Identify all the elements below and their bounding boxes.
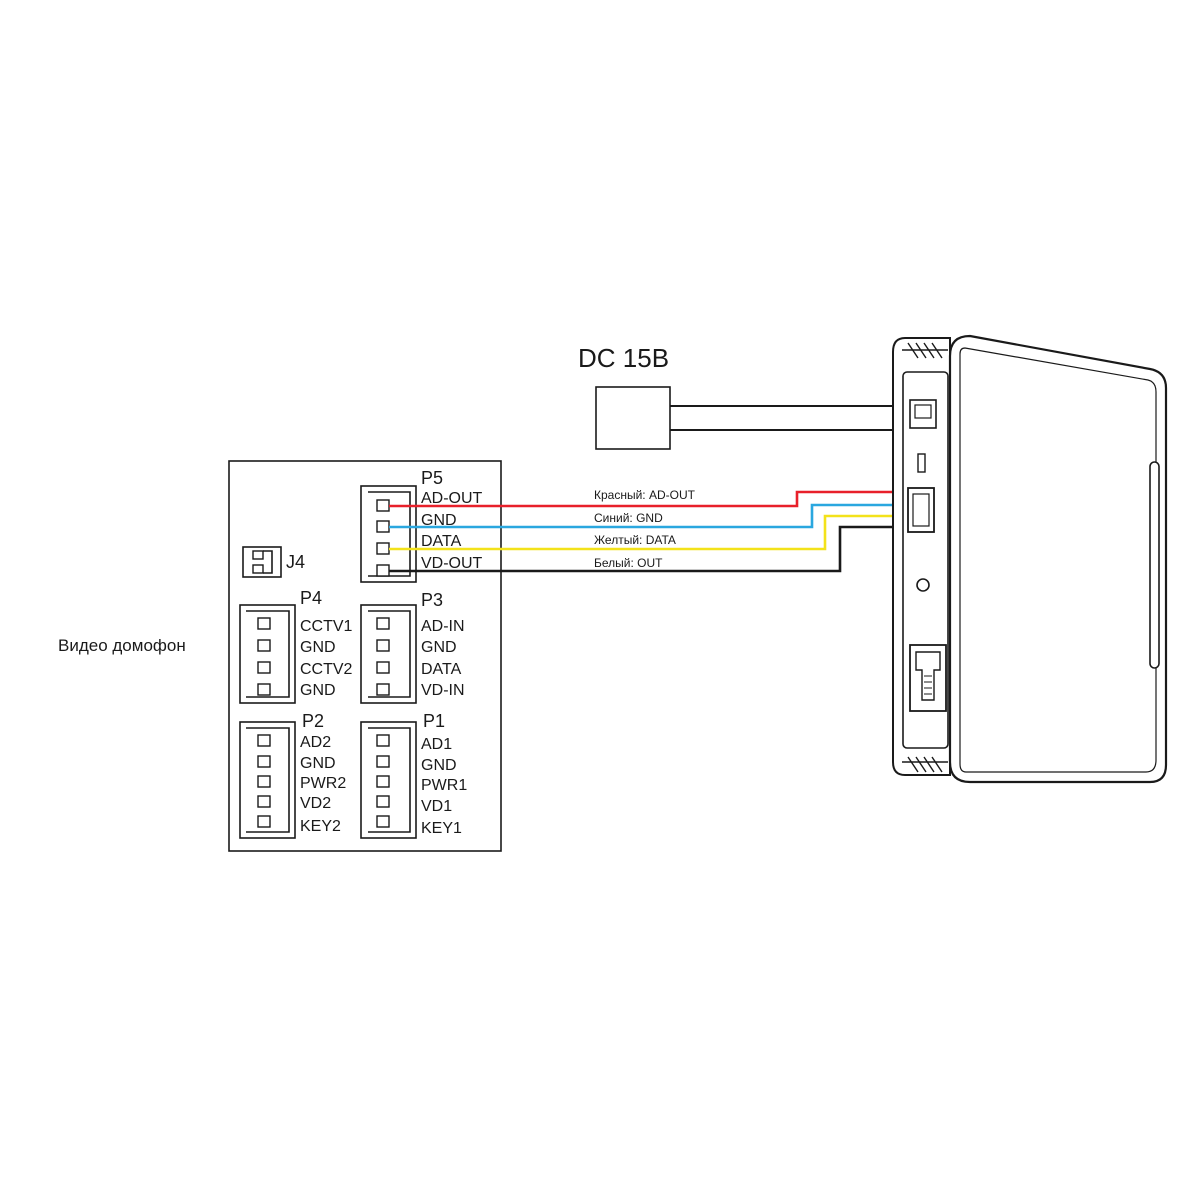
p3-pin-3 <box>376 661 390 674</box>
p2-pin-2 <box>257 755 271 768</box>
p1-pin-label: VD1 <box>421 798 452 815</box>
p1-pin-label: KEY1 <box>421 820 462 837</box>
p4-pin-2 <box>257 639 271 652</box>
wire-label: Синий: GND <box>594 511 663 525</box>
p4-pin-label: CCTV2 <box>300 661 353 678</box>
p4-pin-3 <box>257 661 271 674</box>
p2-pin-label: GND <box>300 755 336 772</box>
connector-p3: P3 AD-IN GND DATA VD-IN <box>360 590 465 704</box>
p2-pin-label: AD2 <box>300 734 331 751</box>
p1-pin-label: PWR1 <box>421 777 467 794</box>
p1-pin-label: GND <box>421 757 457 774</box>
p1-pin-label: AD1 <box>421 736 452 753</box>
p4-pin-label: CCTV1 <box>300 618 353 635</box>
external-module <box>892 334 1168 784</box>
module-front-face <box>948 334 1168 784</box>
p4-pin-1 <box>257 617 271 630</box>
power-label: DC 15В <box>578 343 669 373</box>
p2-pin-4 <box>257 795 271 808</box>
board-outline <box>228 460 502 852</box>
p5-pin-label: GND <box>421 512 457 529</box>
p3-pin-4 <box>376 683 390 696</box>
wire-label: Желтый: DATA <box>594 533 676 547</box>
p2-pin-label: VD2 <box>300 795 331 812</box>
switch-icon <box>917 453 926 473</box>
screw-icon <box>916 578 930 592</box>
j4-label: J4 <box>286 552 305 572</box>
p2-pin-1 <box>257 734 271 747</box>
power-supply-block <box>595 386 671 450</box>
p3-pin-label: GND <box>421 639 457 656</box>
p5-pin-label: VD-OUT <box>421 555 483 572</box>
p1-pin-3 <box>376 775 390 788</box>
wire-yellow-data <box>389 514 912 551</box>
connector-p2: P2 AD2 GND PWR2 VD2 KEY2 <box>239 711 346 839</box>
p3-pin-label: DATA <box>421 661 462 678</box>
p2-pin-label: KEY2 <box>300 818 341 835</box>
wire-label: Красный: AD-OUT <box>594 488 696 502</box>
wire-bundle: Красный: AD-OUT Синий: GND Желтый: DATA … <box>389 488 912 573</box>
p3-pin-2 <box>376 639 390 652</box>
p2-label: P2 <box>302 711 324 731</box>
p1-pin-1 <box>376 734 390 747</box>
connector-j4: J4 <box>242 546 305 578</box>
wire-label: Белый: OUT <box>594 556 663 570</box>
p4-pin-label: GND <box>300 639 336 656</box>
p4-label: P4 <box>300 588 322 608</box>
device-label: Видео домофон <box>58 636 186 655</box>
p5-pin-label: DATA <box>421 533 462 550</box>
p5-pin-1 <box>376 499 390 512</box>
wire-blue-gnd <box>389 503 912 529</box>
indicator-slot <box>1149 461 1160 669</box>
p3-label: P3 <box>421 590 443 610</box>
connector-p4: P4 CCTV1 GND CCTV2 GND <box>239 588 353 704</box>
p5-label: P5 <box>421 468 443 488</box>
p2-pin-3 <box>257 775 271 788</box>
power-cable <box>670 405 905 431</box>
p1-label: P1 <box>423 711 445 731</box>
p3-pin-label: VD-IN <box>421 682 465 699</box>
p3-pin-1 <box>376 617 390 630</box>
p4-pin-4 <box>257 683 271 696</box>
p4-pin-label: GND <box>300 682 336 699</box>
p1-pin-5 <box>376 815 390 828</box>
p5-pin-label: AD-OUT <box>421 490 483 507</box>
intercom-board: J4 P5 AD-OUT GND DATA VD-OUT P4 CCTV1 <box>228 460 502 852</box>
p1-pin-4 <box>376 795 390 808</box>
connector-p1: P1 AD1 GND PWR1 VD1 KEY1 <box>360 711 467 839</box>
p2-pin-label: PWR2 <box>300 775 346 792</box>
p3-pin-label: AD-IN <box>421 618 465 635</box>
connector-p5: P5 AD-OUT GND DATA VD-OUT <box>360 468 483 583</box>
wire-white-out <box>389 525 912 573</box>
p5-pin-3 <box>376 542 390 555</box>
p5-pin-2 <box>376 520 390 533</box>
p1-pin-2 <box>376 755 390 768</box>
p5-pin-4 <box>376 564 390 577</box>
wire-red-ad-out <box>389 490 912 508</box>
p2-pin-5 <box>257 815 271 828</box>
